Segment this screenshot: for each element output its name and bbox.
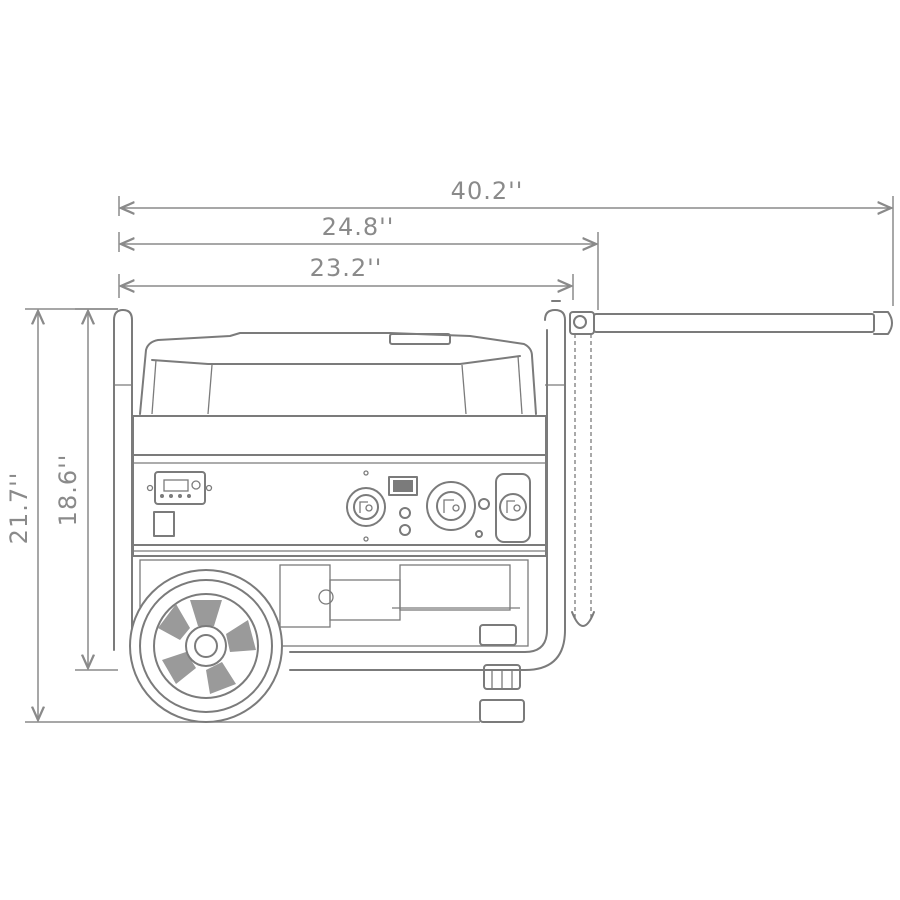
circuit-breaker bbox=[388, 476, 418, 496]
outlet-twist-lock bbox=[495, 473, 531, 543]
engine-area bbox=[139, 559, 529, 723]
dimension-total-length: 40.2'' bbox=[118, 177, 894, 306]
frame-length-label: 24.8'' bbox=[322, 213, 395, 241]
control-panel bbox=[132, 415, 547, 557]
fuel-tank bbox=[139, 332, 537, 415]
total-height-label: 21.7'' bbox=[5, 472, 33, 545]
power-switch bbox=[153, 511, 175, 537]
body-length-label: 23.2'' bbox=[310, 254, 383, 282]
dimension-frame-height: 18.6'' bbox=[54, 308, 118, 671]
wheel bbox=[129, 569, 283, 723]
dimension-body-length: 23.2'' bbox=[118, 254, 574, 300]
outlet-120v-30a bbox=[426, 481, 476, 531]
support-foot bbox=[483, 664, 521, 690]
generator-handle bbox=[551, 300, 893, 627]
dimension-total-height: 21.7'' bbox=[5, 308, 480, 723]
total-length-label: 40.2'' bbox=[451, 177, 524, 205]
hour-meter-display bbox=[154, 471, 206, 505]
frame-height-label: 18.6'' bbox=[54, 454, 82, 527]
dimension-frame-length: 24.8'' bbox=[118, 213, 599, 310]
outlet-120v-left bbox=[346, 470, 386, 542]
